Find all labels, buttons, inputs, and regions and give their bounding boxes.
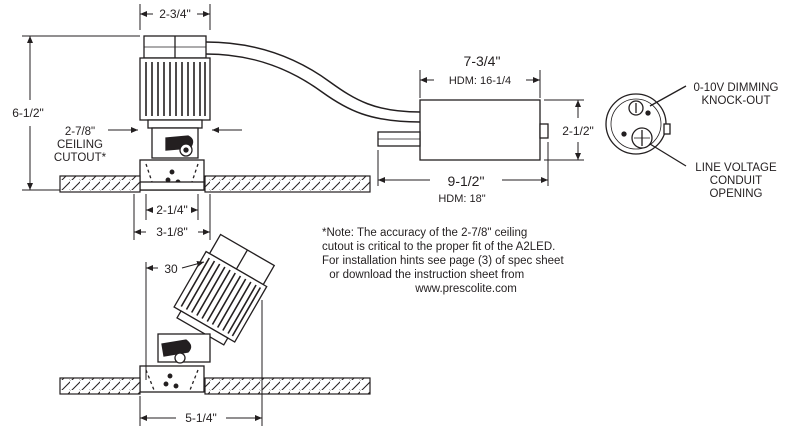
- front-view-fixture: [139, 35, 421, 191]
- dim-tilted-width-label: 5-1/4": [185, 411, 217, 425]
- callout-dimming-1: 0-10V DIMMING: [694, 82, 779, 94]
- heatsink-fins: [145, 62, 206, 116]
- driver-end-view: [605, 85, 687, 167]
- dim-tilt-angle-label: 30: [164, 262, 178, 276]
- ceiling-section-left: [59, 175, 141, 193]
- dim-cutout-label: 2-7/8": [65, 126, 95, 138]
- callout-line-voltage-3: OPENING: [709, 188, 762, 200]
- dim-trim-inner: [145, 194, 199, 220]
- dim-trim-inner-label: 2-1/4": [156, 203, 188, 217]
- note-line-1: *Note: The accuracy of the 2-7/8" ceilin…: [322, 227, 527, 239]
- dim-driver-length-label: 7-3/4": [464, 53, 501, 69]
- tilted-view-fixture: [139, 233, 276, 393]
- callout-line-voltage-2: CONDUIT: [710, 175, 762, 187]
- dim-height: [22, 35, 140, 191]
- dim-trim-outer-label: 3-1/8": [156, 225, 188, 239]
- power-cable: [205, 41, 421, 113]
- tilted-knob: [161, 339, 192, 357]
- cutout-caption-2: CUTOUT*: [54, 152, 107, 164]
- dim-tilted-width: [139, 300, 263, 426]
- installation-note: *Note: The accuracy of the 2-7/8" ceilin…: [322, 227, 564, 295]
- dim-driver-length-hdm: HDM: 16-1/4: [449, 75, 511, 87]
- tilted-ceiling-left: [59, 377, 141, 395]
- dim-driver-overall: [377, 142, 549, 186]
- dim-tilt-angle: [145, 260, 205, 380]
- dim-driver-overall-hdm: HDM: 18": [438, 193, 485, 205]
- note-line-2: cutout is critical to the proper fit of …: [322, 241, 555, 253]
- dim-driver-overall-label: 9-1/2": [448, 173, 485, 189]
- driver-box: [377, 99, 549, 161]
- dim-driver-height-label: 2-1/2": [562, 124, 594, 138]
- power-cable-inner: [205, 53, 421, 123]
- tilted-ceiling-right: [204, 377, 371, 395]
- dim-driver-height: [544, 99, 584, 161]
- callout-dimming-2: KNOCK-OUT: [702, 95, 771, 107]
- tilted-trim-housing: [139, 365, 205, 393]
- dim-height-label: 6-1/2": [12, 106, 44, 120]
- dim-top-width: [139, 4, 211, 30]
- callout-line-voltage-1: LINE VOLTAGE: [695, 162, 777, 174]
- cutout-caption-1: CEILING: [57, 139, 103, 151]
- note-line-3: For installation hints see page (3) of s…: [322, 255, 564, 267]
- dim-driver-length: [419, 70, 541, 98]
- note-line-4: or download the instruction sheet from: [326, 269, 524, 281]
- dim-top-width-label: 2-3/4": [159, 7, 191, 21]
- dim-trim-outer: [133, 194, 211, 240]
- ceiling-section-right: [204, 175, 371, 193]
- note-line-5: www.prescolite.com: [414, 283, 517, 295]
